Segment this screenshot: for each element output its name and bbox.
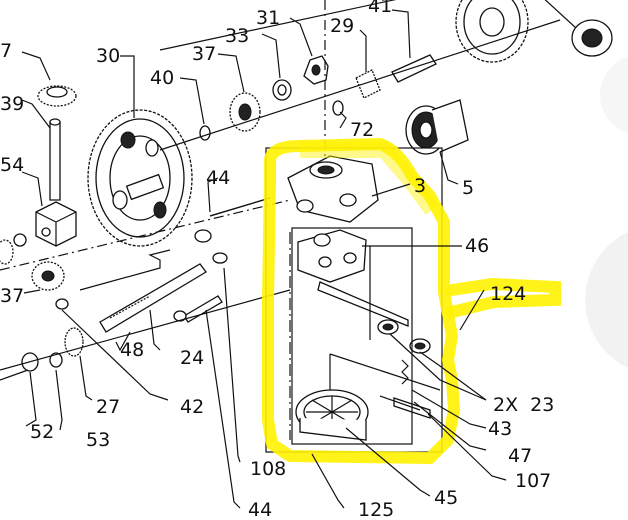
callout-42: 42	[180, 396, 204, 418]
shafts-and-bolts	[0, 197, 271, 381]
callout-30: 30	[96, 45, 120, 67]
spring-43	[401, 359, 409, 385]
callout-44-bottom: 44	[248, 499, 272, 520]
centre-lines	[0, 0, 561, 440]
callout-46: 46	[465, 235, 489, 257]
bracket-3	[287, 155, 379, 223]
washer-33	[272, 79, 292, 101]
callout-2x-23: 2X 23	[493, 394, 554, 416]
washer-40	[199, 125, 211, 141]
bushing-23	[377, 319, 431, 354]
callout-33: 33	[225, 25, 249, 47]
callout-48: 48	[120, 339, 144, 361]
callout-31: 31	[256, 7, 280, 29]
callout-72: 72	[350, 119, 374, 141]
callout-43: 43	[488, 418, 512, 440]
pinion-29	[355, 69, 381, 99]
callout-5: 5	[462, 177, 474, 199]
callout-39: 39	[0, 93, 24, 115]
callout-24: 24	[180, 347, 204, 369]
callout-124: 124	[490, 283, 526, 305]
callout-40: 40	[150, 67, 174, 89]
bevel-gear-7	[37, 85, 77, 107]
callout-125: 125	[358, 499, 394, 520]
callout-37-left: 37	[0, 285, 24, 307]
callout-54: 54	[0, 154, 24, 176]
star-coupler-31	[303, 55, 329, 85]
shaft-39	[49, 118, 61, 201]
callout-labels: 7 39 54 37 30 37 40 33 31 29 41 72 3 5 4…	[0, 0, 554, 520]
pin-41	[391, 54, 437, 83]
callout-41: 41	[368, 0, 392, 17]
gear-top-right	[455, 0, 613, 63]
leader-lines	[21, 9, 507, 509]
callout-27: 27	[96, 396, 120, 418]
housing-46	[297, 229, 409, 327]
callout-37: 37	[192, 43, 216, 65]
highlighter-markup	[262, 138, 561, 464]
bevel-gear-37-center	[229, 92, 261, 132]
callout-45: 45	[434, 487, 458, 509]
callout-52: 52	[30, 421, 54, 443]
callout-53: 53	[86, 429, 110, 451]
callout-3: 3	[414, 175, 426, 197]
bearing-5	[405, 99, 469, 155]
gear-30-large-spur-gear	[87, 109, 193, 247]
callout-44-top: 44	[206, 167, 230, 189]
callout-47: 47	[508, 445, 532, 467]
callout-108: 108	[250, 458, 286, 480]
callout-29: 29	[330, 15, 354, 37]
callout-107: 107	[515, 470, 551, 492]
bevel-gear-37-left	[31, 261, 65, 291]
background-shading	[585, 56, 628, 368]
fan-wheel-45	[295, 389, 369, 441]
callout-7: 7	[0, 40, 12, 62]
washer-72	[332, 100, 344, 116]
block-54	[35, 201, 77, 247]
